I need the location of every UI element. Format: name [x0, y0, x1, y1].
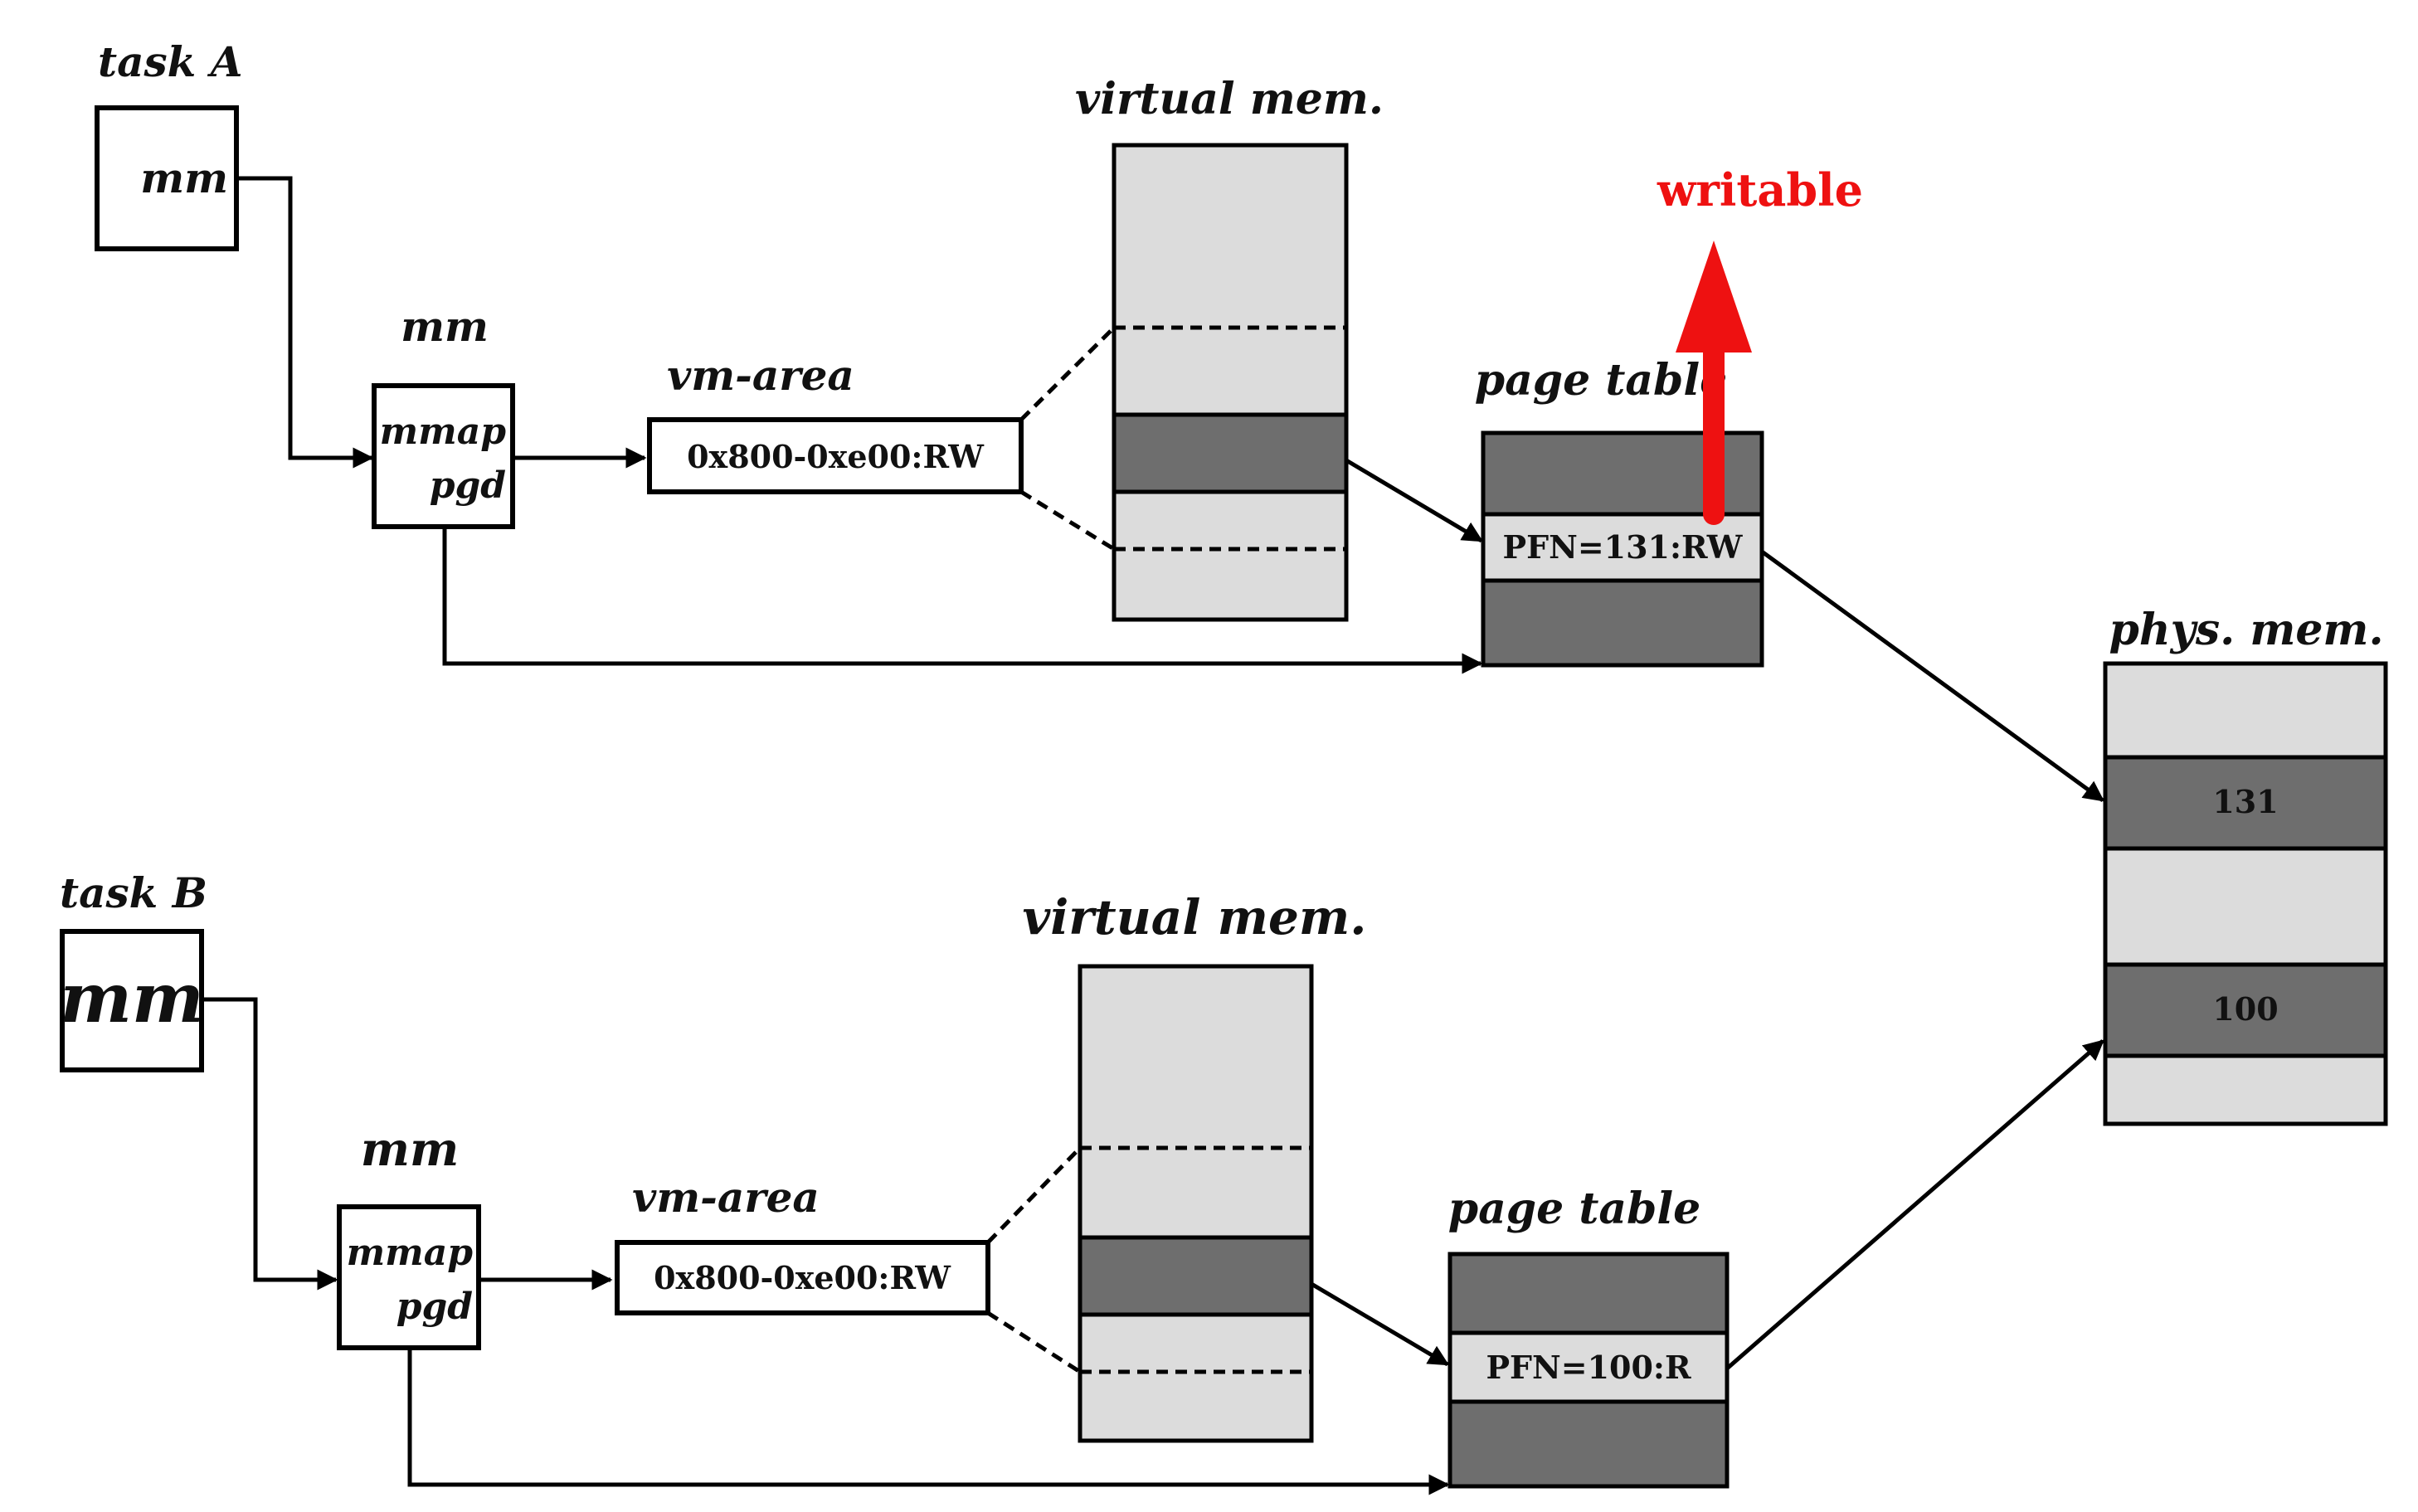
task-b-pgd-field: pgd [397, 1286, 473, 1328]
phys-mem-group: phys. mem. 131 100 [2103, 605, 2388, 1126]
task-b-struct-box [60, 929, 204, 1072]
task-b-pte-to-frame-arrow [1725, 1039, 2104, 1370]
task-b-pte-row [1447, 1330, 1730, 1404]
task-b-label: task B [60, 868, 207, 917]
task-a-struct-box [95, 105, 239, 251]
phys-mem-label: phys. mem. [2109, 605, 2383, 655]
task-a-projection-bottom [1019, 489, 1116, 552]
phys-frame-100-label: 100 [2212, 990, 2278, 1028]
task-a-virtual-page [1112, 412, 1349, 494]
task-b-group: task B mm mm mmap pgd vm-area 0x800-0xe0… [60, 868, 2104, 1495]
task-a-page-table-label: page table [1475, 355, 1728, 406]
task-b-virtual-mem-block [1078, 964, 1314, 1443]
task-b-mm-label: mm [361, 1122, 460, 1177]
task-b-pte-value: PFN=100:R [1486, 1349, 1691, 1386]
task-b-virtual-page [1078, 1235, 1314, 1317]
task-a-projection-top [1019, 326, 1116, 421]
task-b-vm-area-box [615, 1240, 990, 1315]
task-a-vm-area-box [647, 417, 1024, 494]
task-a-vm-area-value: 0x800-0xe00:RW [687, 438, 985, 475]
task-b-mm-field: mm [60, 959, 204, 1038]
task-a-pgd-pointer [442, 527, 1483, 674]
task-b-page-table-label: page table [1448, 1184, 1701, 1234]
task-a-mm-field: mm [140, 153, 228, 202]
phys-frame-100 [2103, 962, 2388, 1058]
task-a-pgd-field: pgd [430, 464, 506, 507]
task-a-page-to-pte-arrow [1345, 458, 1484, 543]
task-a-mm-label: mm [401, 302, 489, 351]
task-a-virtual-mem-block [1112, 143, 1349, 622]
task-a-virtual-mem-label: virtual mem. [1075, 74, 1384, 124]
up-arrow-icon [1676, 241, 1752, 525]
task-a-mmap-field: mmap [380, 411, 507, 453]
phys-frame-131 [2103, 755, 2388, 851]
task-b-mm-struct-box [337, 1204, 481, 1350]
task-a-group: task A mm mm mmap pgd vm-area 0x800-0xe0… [95, 37, 2105, 803]
task-a-mm-pointer [236, 176, 374, 469]
task-b-virtual-mem-label: virtual mem. [1023, 889, 1367, 946]
task-a-label: task A [98, 37, 243, 86]
task-a-pte-value: PFN=131:RW [1503, 528, 1744, 566]
task-b-vm-area-value: 0x800-0xe00:RW [654, 1259, 951, 1296]
task-b-mmap-field: mmap [347, 1232, 474, 1274]
writable-annotation: writable [1657, 163, 1863, 216]
task-b-page-to-pte-arrow [1310, 1281, 1450, 1367]
task-b-pgd-pointer [407, 1348, 1450, 1495]
task-a-vm-area-label: vm-area [667, 351, 854, 400]
task-b-vm-area-label: vm-area [632, 1173, 820, 1222]
task-a-pte-row [1481, 512, 1764, 583]
task-a-pte-to-frame-arrow [1760, 549, 2105, 803]
task-b-projection-top [986, 1146, 1082, 1244]
task-b-mm-pointer [202, 997, 338, 1291]
task-b-projection-bottom [986, 1310, 1082, 1374]
phys-frame-131-label: 131 [2212, 783, 2278, 820]
